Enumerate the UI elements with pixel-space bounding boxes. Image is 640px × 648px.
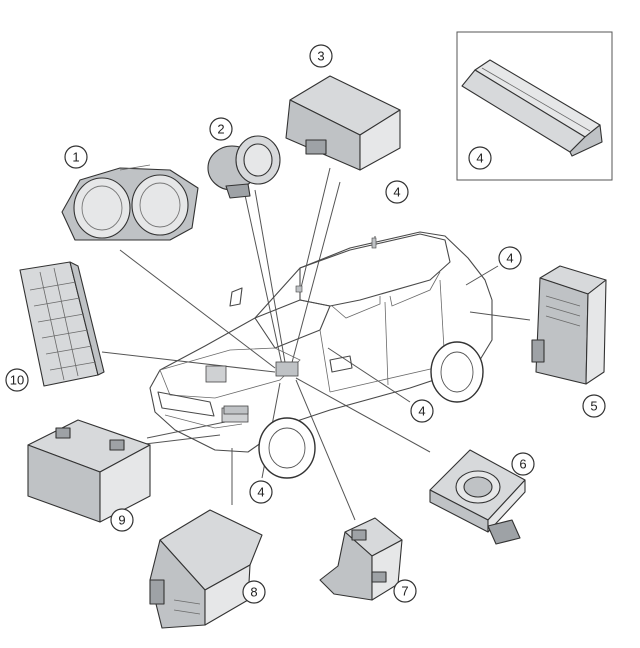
vehicle-illustration xyxy=(149,231,493,479)
control-module-illustration xyxy=(285,75,401,171)
callout-4-inset: 4 xyxy=(468,146,492,170)
callout-label: 4 xyxy=(257,485,264,500)
callout-6: 6 xyxy=(511,452,535,476)
callout-10: 10 xyxy=(5,368,29,392)
callout-5: 5 xyxy=(582,394,606,418)
antenna-bracket-illustration xyxy=(461,59,603,157)
callout-4-roof: 4 xyxy=(385,180,409,204)
callout-label: 10 xyxy=(10,373,24,388)
callout-label: 8 xyxy=(250,585,257,600)
callout-label: 2 xyxy=(217,122,224,137)
callout-label: 5 xyxy=(590,399,597,414)
callout-4-door: 4 xyxy=(410,399,434,423)
callout-2: 2 xyxy=(209,117,233,141)
callout-3: 3 xyxy=(309,44,333,68)
callout-4-front: 4 xyxy=(249,480,273,504)
callout-label: 6 xyxy=(519,457,526,472)
side-module-illustration xyxy=(531,265,607,385)
connector-housing-illustration xyxy=(319,517,403,601)
callout-label: 7 xyxy=(401,584,408,599)
leader-lines xyxy=(101,167,531,521)
callout-9: 9 xyxy=(110,508,134,532)
module-housing-illustration xyxy=(149,509,263,629)
battery-illustration xyxy=(27,419,151,523)
callout-1: 1 xyxy=(64,145,88,169)
callout-4-pillar: 4 xyxy=(498,246,522,270)
callout-label: 4 xyxy=(476,151,483,166)
fuse-box-illustration xyxy=(19,261,105,387)
callout-7: 7 xyxy=(393,579,417,603)
callout-label: 4 xyxy=(418,404,425,419)
round-sensor-illustration xyxy=(207,135,281,199)
callout-8: 8 xyxy=(242,580,266,604)
callout-label: 1 xyxy=(72,150,79,165)
instrument-cluster-illustration xyxy=(61,164,199,241)
callout-label: 3 xyxy=(317,49,324,64)
callout-label: 4 xyxy=(506,251,513,266)
callout-label: 9 xyxy=(118,513,125,528)
callout-label: 4 xyxy=(393,185,400,200)
square-module-illustration xyxy=(429,449,526,545)
